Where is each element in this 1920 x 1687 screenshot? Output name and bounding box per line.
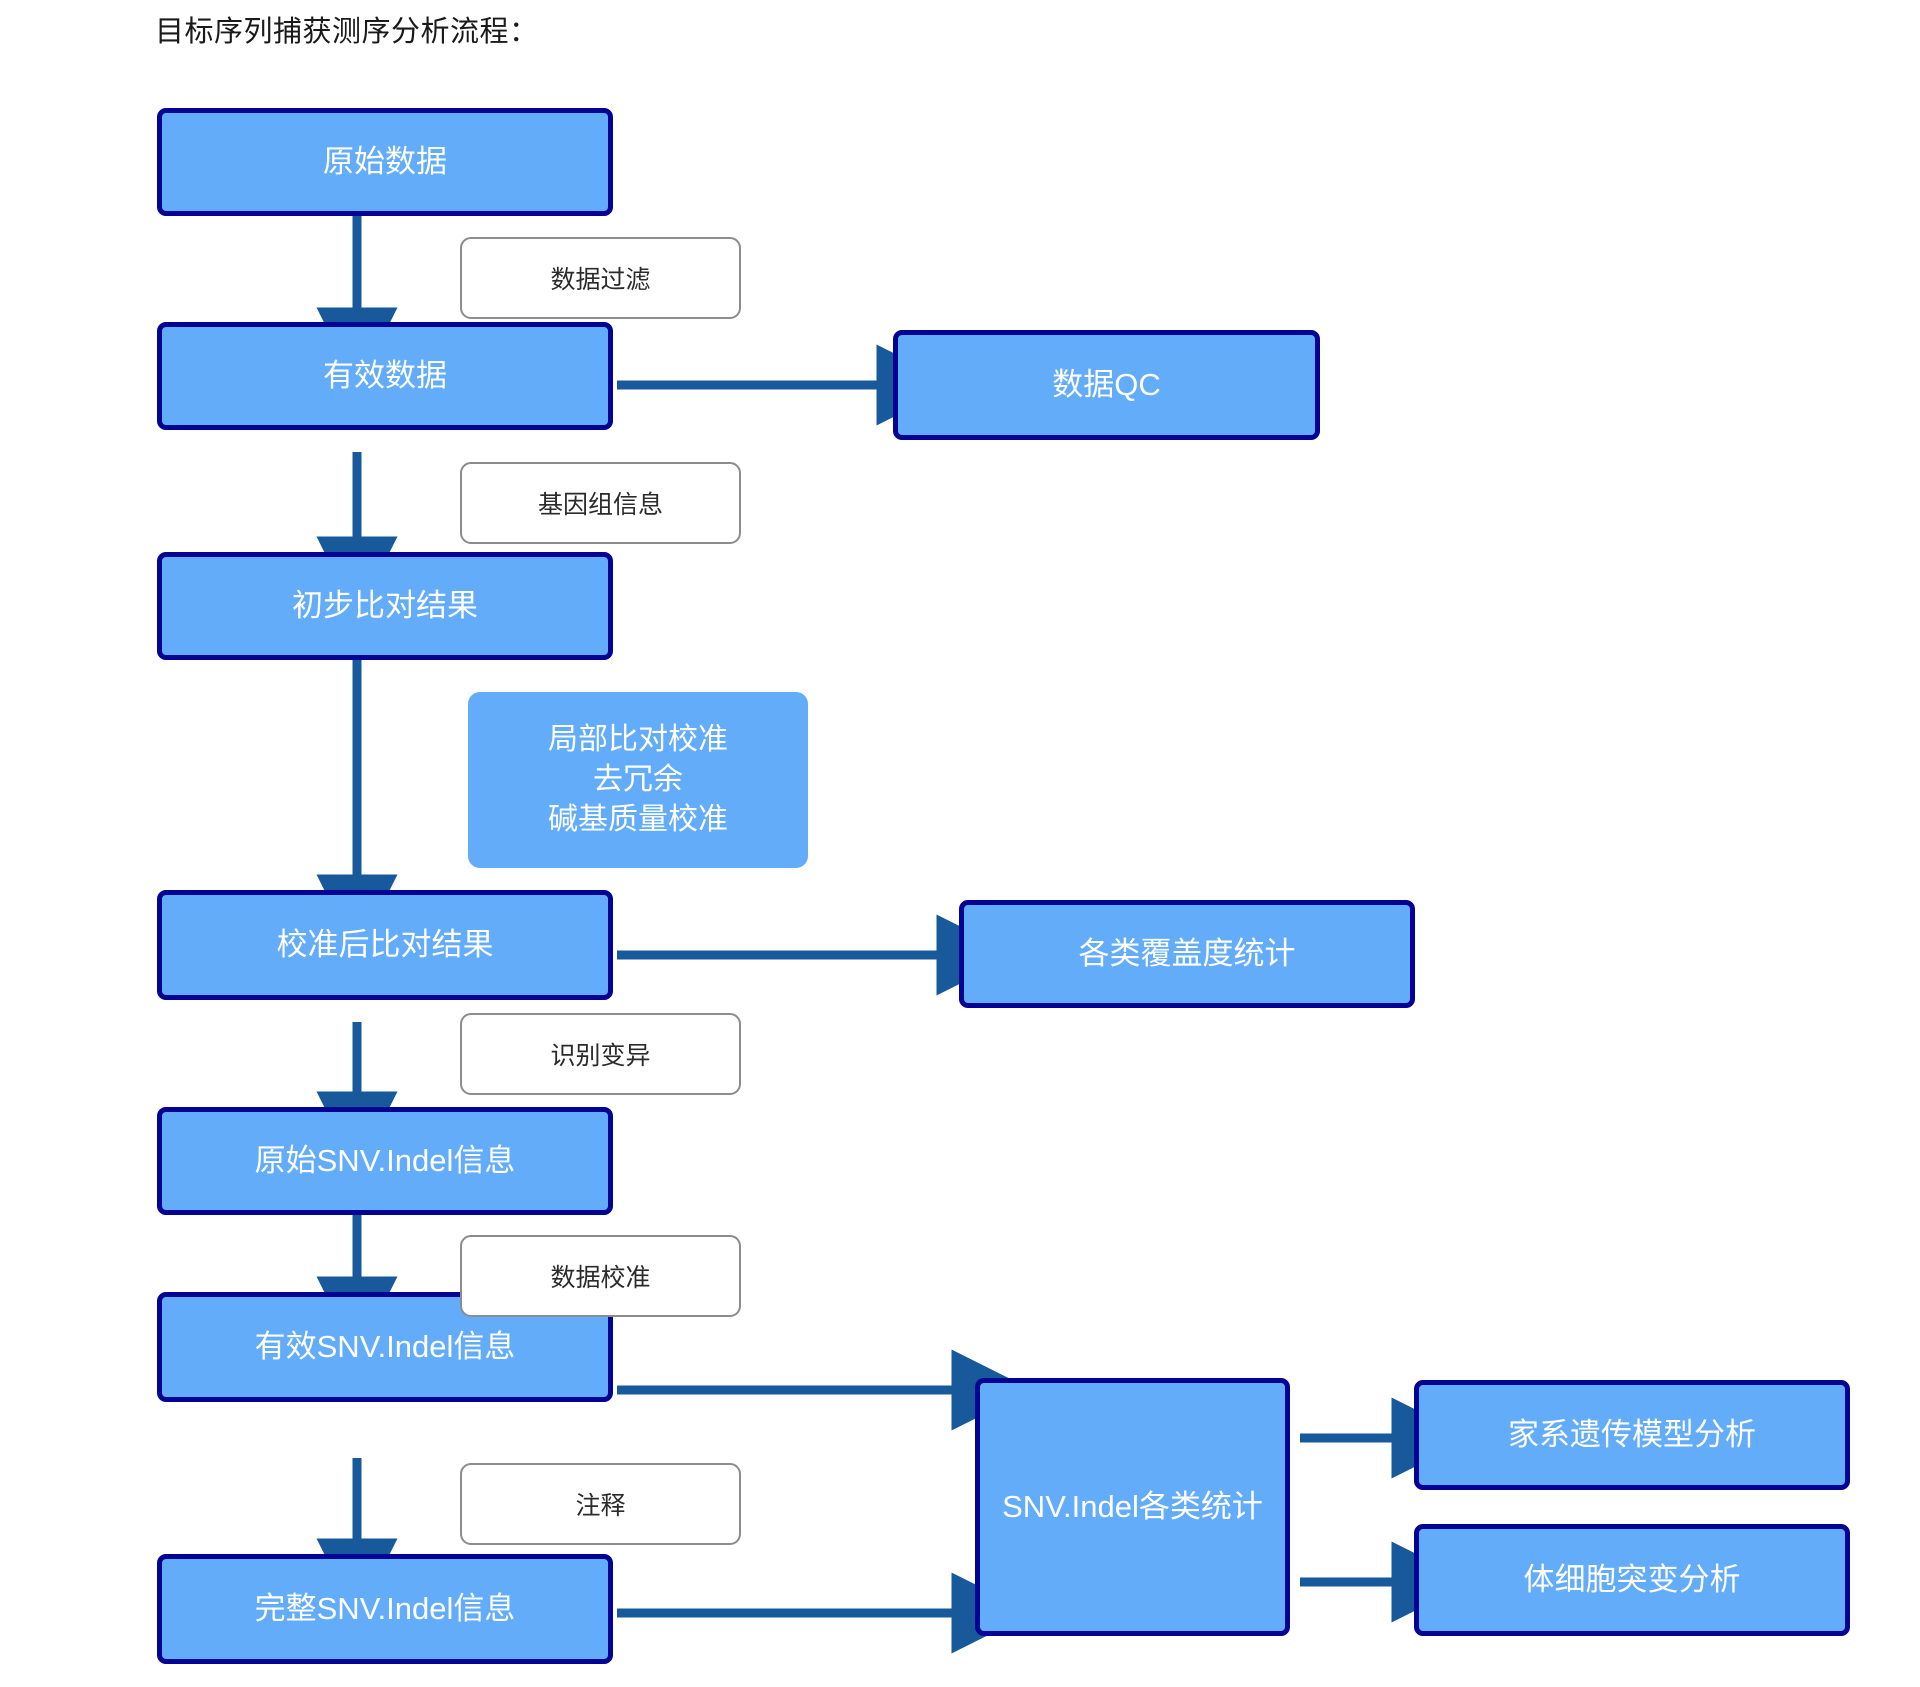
node-clean-snv[interactable]: 有效SNV.Indel信息 bbox=[157, 1292, 613, 1402]
edge-label-genome-info: 基因组信息 bbox=[460, 462, 741, 544]
edge-label-recalibrate: 数据校准 bbox=[460, 1235, 741, 1317]
node-pedigree[interactable]: 家系遗传模型分析 bbox=[1414, 1380, 1850, 1490]
node-raw-data[interactable]: 原始数据 bbox=[157, 108, 613, 216]
node-realign-block[interactable]: 局部比对校准 去冗余 碱基质量校准 bbox=[468, 692, 808, 868]
page-title: 目标序列捕获测序分析流程： bbox=[155, 16, 539, 48]
edge-label-call-variant: 识别变异 bbox=[460, 1013, 741, 1095]
node-somatic[interactable]: 体细胞突变分析 bbox=[1414, 1524, 1850, 1636]
node-coverage-stats[interactable]: 各类覆盖度统计 bbox=[959, 900, 1415, 1008]
edge-label-data-filter: 数据过滤 bbox=[460, 237, 741, 319]
edge-label-annotate: 注释 bbox=[460, 1463, 741, 1545]
node-recal-align[interactable]: 校准后比对结果 bbox=[157, 890, 613, 1000]
node-data-qc[interactable]: 数据QC bbox=[893, 330, 1320, 440]
node-snv-stats[interactable]: SNV.Indel各类统计 bbox=[975, 1378, 1290, 1636]
node-clean-data[interactable]: 有效数据 bbox=[157, 322, 613, 430]
node-full-snv[interactable]: 完整SNV.Indel信息 bbox=[157, 1554, 613, 1664]
node-raw-snv[interactable]: 原始SNV.Indel信息 bbox=[157, 1107, 613, 1215]
node-initial-align[interactable]: 初步比对结果 bbox=[157, 552, 613, 660]
